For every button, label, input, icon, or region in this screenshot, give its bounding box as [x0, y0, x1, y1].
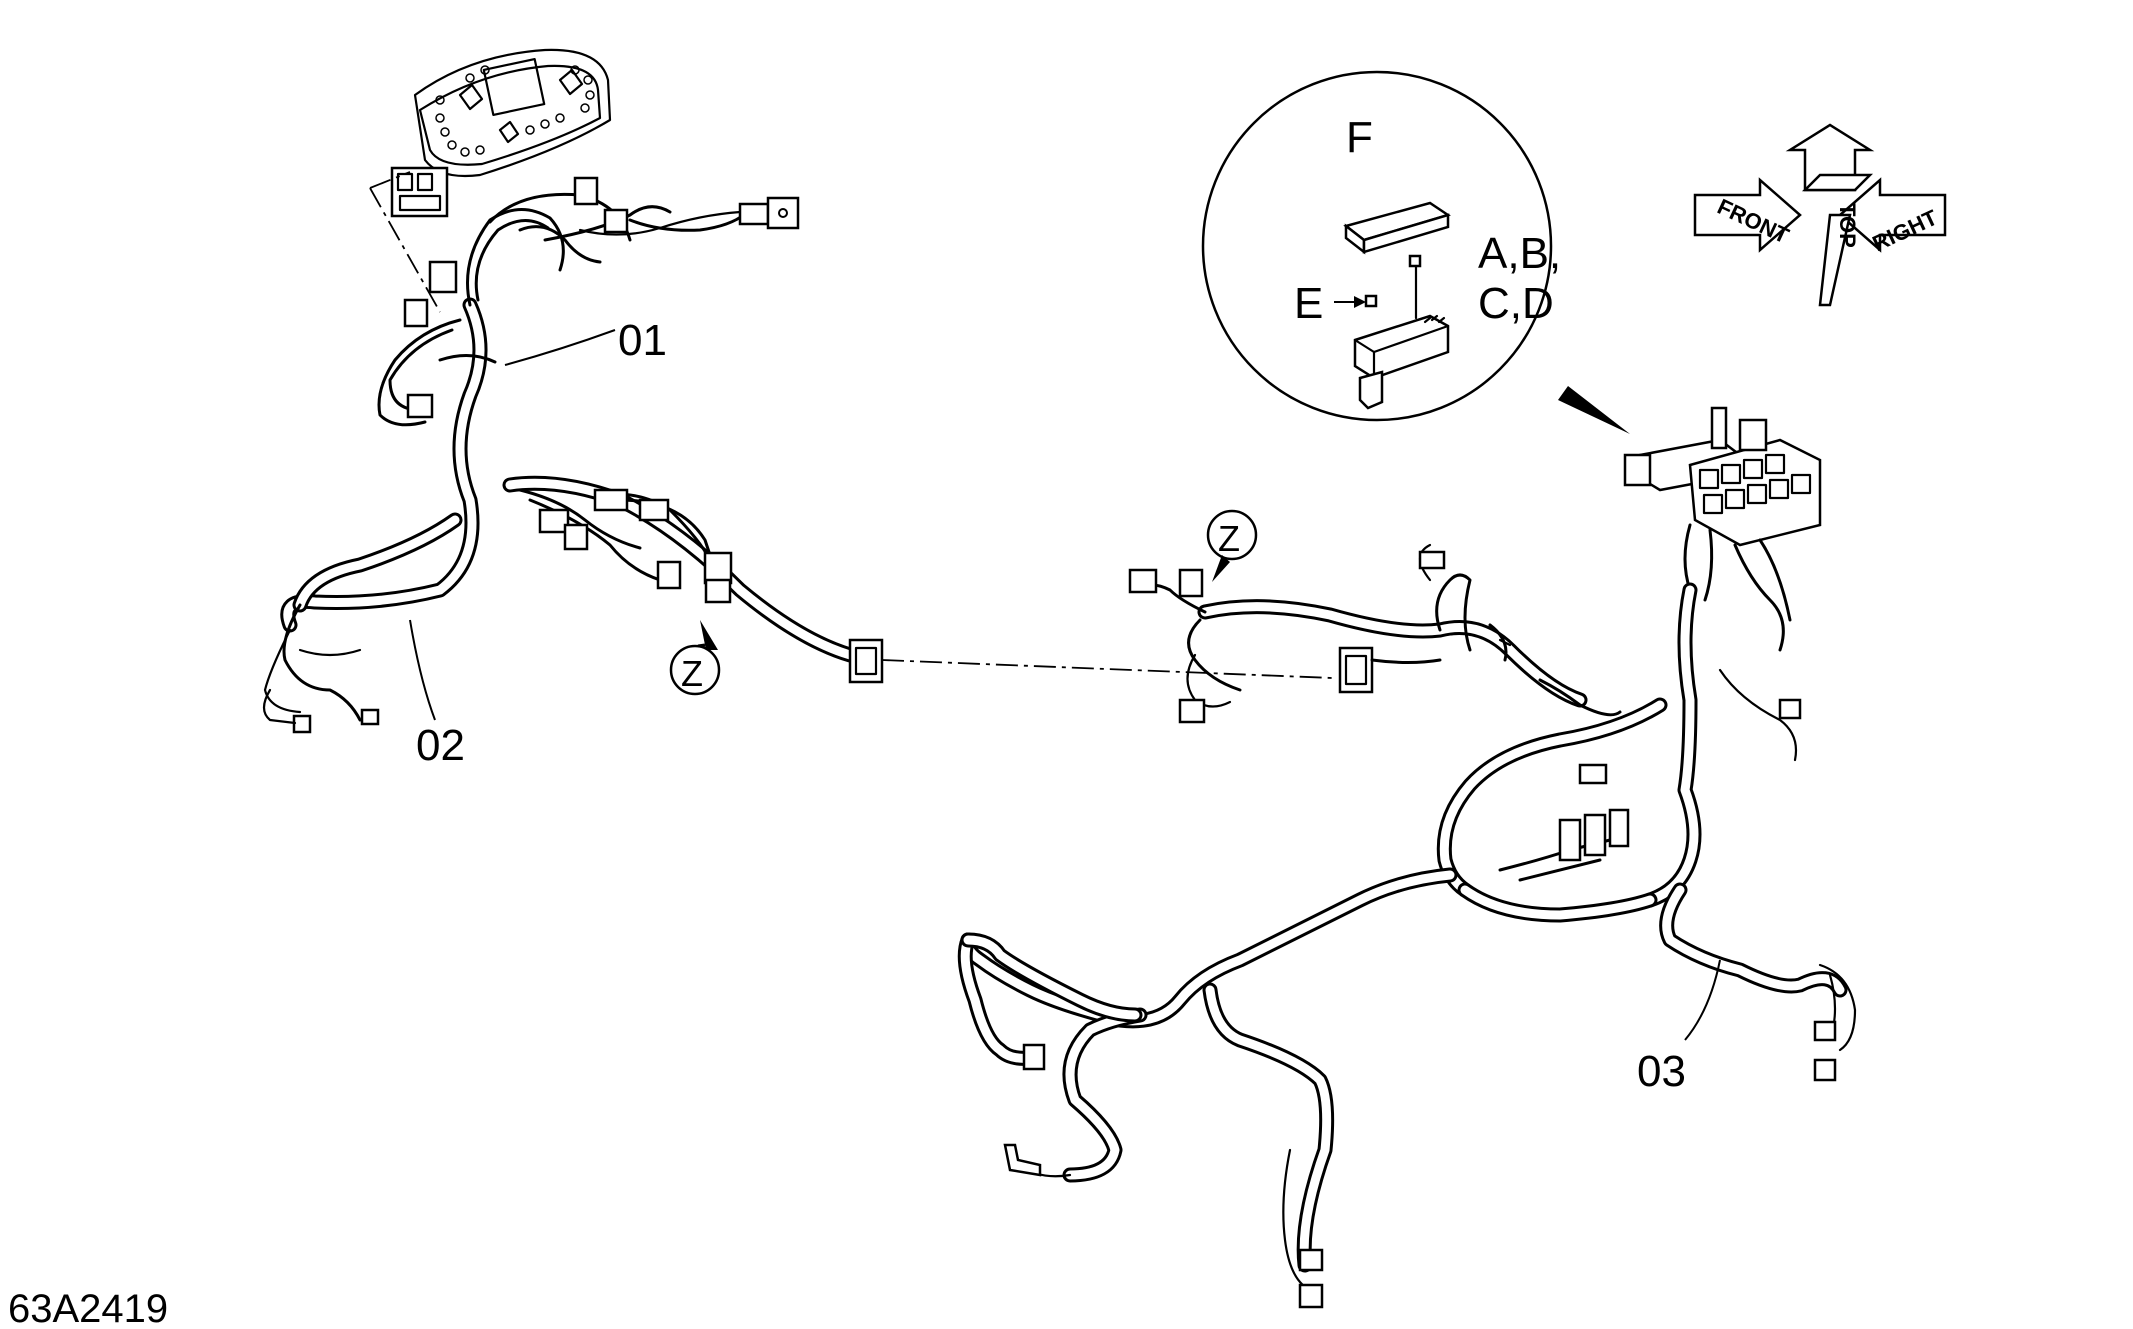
instrument-cluster — [369, 48, 612, 313]
label-abcd-line2: C,D — [1478, 279, 1554, 328]
callout-01: 01 — [618, 316, 667, 365]
callouts: 01 02 03 Z Z — [409, 316, 1721, 1096]
zone-z-left: Z — [681, 653, 703, 694]
detail-pointer-arrow — [1558, 386, 1630, 434]
fuse-box — [1623, 406, 1822, 652]
callout-03: 03 — [1637, 1047, 1686, 1096]
label-e: E — [1294, 279, 1323, 328]
detail-inset: F A,B, C,D E — [1201, 70, 1630, 434]
harness-01-02 — [262, 176, 884, 734]
label-f: F — [1346, 113, 1373, 162]
zone-z-right: Z — [1218, 518, 1240, 559]
harness-03-upper — [1128, 543, 1622, 724]
connection-dashed-line — [881, 659, 1333, 679]
harness-03-main — [957, 582, 1857, 1309]
orientation-top: TOP — [1835, 203, 1860, 248]
label-abcd-line1: A,B, — [1478, 229, 1561, 278]
orientation-symbol: TOP FRONT RIGHT — [1693, 123, 1947, 307]
callout-02: 02 — [416, 721, 465, 770]
figure-id: 63A2419 — [8, 1287, 168, 1329]
